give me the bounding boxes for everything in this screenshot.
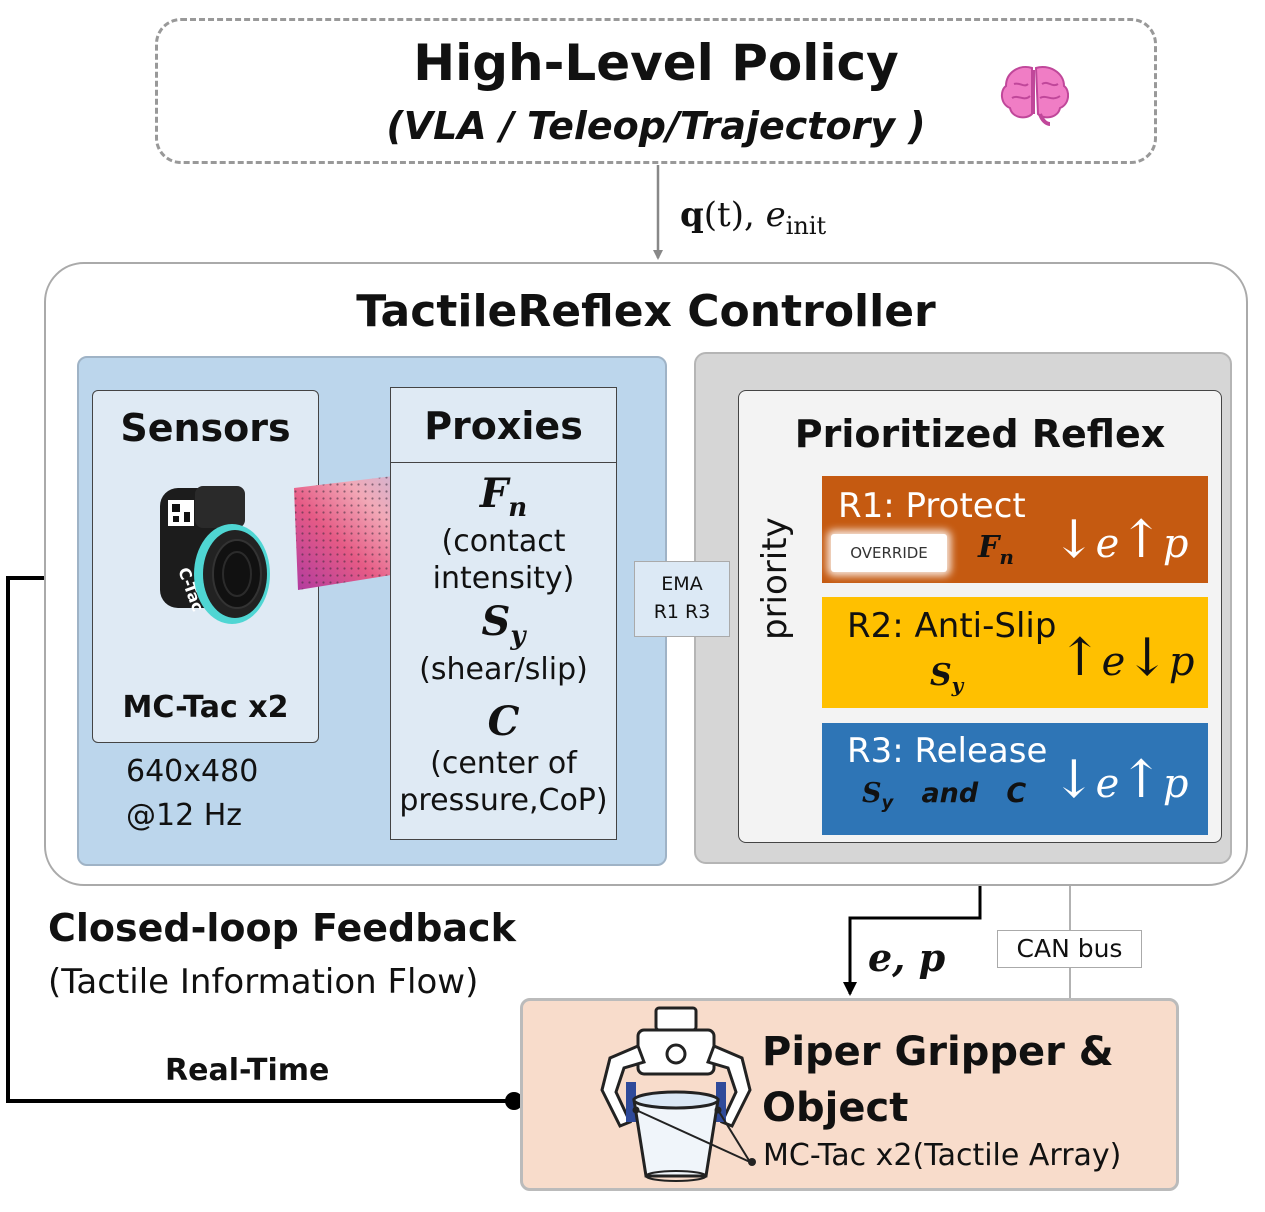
e-direction-arrow: ↓ (1052, 510, 1096, 570)
override-badge: OVERRIDE (831, 534, 947, 572)
proxy-description: (center of (430, 746, 577, 781)
feedback-title: Closed-loop Feedback (48, 906, 516, 950)
proxy-description: (shear/slip) (419, 652, 588, 687)
proxy-description: (contact (441, 524, 566, 559)
feedback-subtitle: (Tactile Information Flow) (48, 962, 479, 1002)
proxy-symbol: Sy (481, 598, 526, 651)
ema-rules: R1 R3 (653, 601, 711, 623)
gripper-title-line: Piper Gripper & (762, 1029, 1114, 1075)
can-bus-label: CAN bus (997, 930, 1142, 968)
p-direction-arrow: ↑ (1119, 510, 1163, 570)
high-level-policy-box (155, 18, 1157, 164)
policy-output-label: q(t), einit (680, 195, 827, 240)
rule-r3-box (822, 723, 1208, 835)
gripper-title: Piper Gripper & Object (762, 1024, 1114, 1136)
proxy-symbol: C (487, 698, 520, 745)
sensors-title: Sensors (120, 406, 291, 450)
proxy-center-of-pressure: C (center of pressure,CoP) (390, 698, 617, 819)
proxy-description: intensity) (432, 561, 575, 596)
proxies-title: Proxies (424, 404, 583, 448)
reflex-title: Prioritized Reflex (794, 412, 1166, 456)
feedback-loop-origin-dot (505, 1092, 523, 1110)
sensor-name: MC-Tac x2 (122, 690, 289, 725)
proxies-header (390, 387, 617, 463)
tactile-sensor-icon: C-Tac (160, 486, 270, 624)
tactile-image-icon (294, 474, 410, 590)
rule-r3-action: ↓e↑p (1052, 750, 1189, 810)
gripper-icon (600, 1006, 756, 1182)
policy-title: High-Level Policy (413, 34, 899, 92)
p-direction-arrow: ↓ (1125, 628, 1169, 688)
sensor-resolution: 640x480 (126, 754, 259, 789)
proxy-description: pressure,CoP) (399, 783, 608, 818)
e-direction-arrow: ↑ (1058, 628, 1102, 688)
p-direction-arrow: ↑ (1119, 750, 1163, 810)
rule-r2-box (822, 597, 1208, 708)
rule-r3-condition: Sy and C (862, 778, 1027, 814)
gripper-title-line: Object (762, 1085, 909, 1131)
rule-r3-title: R3: Release (847, 731, 1048, 771)
rule-r1-title: R1: Protect (838, 486, 1026, 526)
rule-r2-action: ↑e↓p (1058, 628, 1195, 688)
brain-icon (1000, 66, 1070, 126)
rule-r2-title: R2: Anti-Slip (847, 606, 1057, 646)
rule-r1-action: ↓e↑p (1052, 510, 1189, 570)
sensor-rate: @12 Hz (126, 798, 243, 833)
controller-title: TactileReflex Controller (356, 286, 936, 337)
e-direction-arrow: ↓ (1052, 750, 1096, 810)
ema-box: EMA R1 R3 (634, 561, 730, 637)
rule-r1-symbol: Fn (978, 530, 1014, 569)
proxy-contact-intensity: Fn (contact intensity) (390, 470, 617, 597)
proxy-shear-slip: Sy (shear/slip) (390, 598, 617, 688)
ema-label: EMA (661, 573, 703, 595)
proxy-symbol: Fn (479, 470, 528, 523)
output-label: e, p (868, 935, 946, 980)
gripper-sensor-label: MC-Tac x2(Tactile Array) (763, 1138, 1122, 1173)
rule-r2-symbol: Sy (930, 658, 964, 697)
priority-label: priority (755, 517, 795, 640)
realtime-label: Real-Time (165, 1053, 330, 1088)
policy-subtitle: (VLA / Teleop/Trajectory ) (386, 104, 926, 148)
sensor-specs: 640x480 @12 Hz (126, 750, 258, 838)
